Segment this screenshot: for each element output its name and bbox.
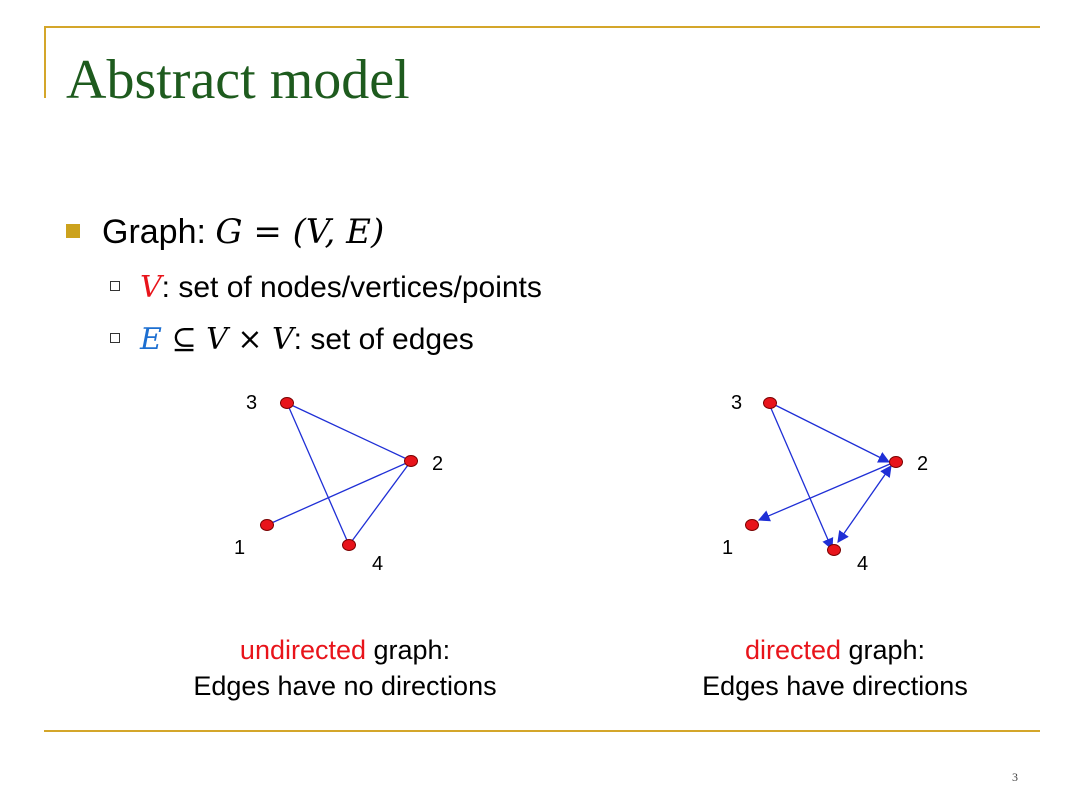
square-bullet-icon	[66, 224, 80, 239]
node-2	[889, 456, 903, 468]
node-3	[763, 397, 777, 409]
arc-3-to-4	[769, 405, 834, 551]
hollow-square-bullet-icon	[110, 333, 120, 344]
node-label-1: 1	[234, 537, 245, 559]
node-1	[260, 519, 274, 531]
caption-line-1: directed graph:	[625, 632, 1045, 668]
directed-caption: directed graph: Edges have directions	[625, 632, 1045, 704]
edge-4-2	[348, 460, 412, 546]
node-label-4: 4	[372, 553, 383, 575]
slide-title: Abstract model	[66, 49, 410, 111]
directed-graph: 3 2 1 4	[722, 392, 928, 575]
node-2	[404, 455, 418, 467]
node-4	[342, 539, 356, 551]
bullet-label: Graph:	[102, 213, 216, 251]
hollow-square-bullet-icon	[110, 281, 120, 292]
node-3	[280, 397, 294, 409]
edge-1-2	[266, 460, 412, 526]
arc-3-to-2	[774, 404, 891, 463]
page-number: 3	[1012, 770, 1018, 784]
caption-line-2: Edges have no directions	[193, 671, 497, 701]
node-label-2: 2	[917, 453, 928, 475]
node-label-2: 2	[432, 453, 443, 475]
graph-formula: G = (V, E)	[215, 212, 385, 252]
subbullet-edges: E ⊆ V × V: set of edges	[110, 322, 474, 357]
vertex-symbol: V	[140, 270, 162, 305]
arc-4-2-bidirectional	[837, 465, 892, 543]
undirected-keyword: undirected	[239, 635, 367, 665]
node-4	[827, 544, 841, 556]
subbullet-vertices: V: set of nodes/vertices/points	[110, 270, 542, 305]
caption-line-2: Edges have directions	[702, 671, 968, 701]
caption-rest: graph:	[841, 635, 926, 665]
arc-2-to-1	[757, 463, 891, 522]
node-label-4: 4	[857, 553, 868, 575]
node-label-1: 1	[722, 537, 733, 559]
edge-subset-formula: ⊆ V × V	[161, 322, 294, 357]
edge-symbol: E	[140, 322, 162, 357]
node-label-3: 3	[246, 392, 257, 414]
edge-3-2	[286, 402, 412, 462]
top-accent-line	[44, 26, 1040, 28]
node-1	[745, 519, 759, 531]
caption-rest: graph:	[366, 635, 451, 665]
edge-3-4	[286, 402, 350, 546]
edge-description: : set of edges	[293, 323, 474, 356]
bullet-graph: Graph: G = (V, E)	[66, 212, 384, 252]
directed-keyword: directed	[744, 635, 841, 665]
bottom-accent-line	[44, 730, 1040, 732]
caption-line-1: undirected graph:	[120, 632, 570, 668]
left-accent-line	[44, 26, 46, 98]
undirected-graph: 3 2 1 4	[234, 392, 443, 575]
undirected-caption: undirected graph: Edges have no directio…	[120, 632, 570, 704]
node-label-3: 3	[731, 392, 742, 414]
vertex-description: : set of nodes/vertices/points	[161, 271, 542, 304]
